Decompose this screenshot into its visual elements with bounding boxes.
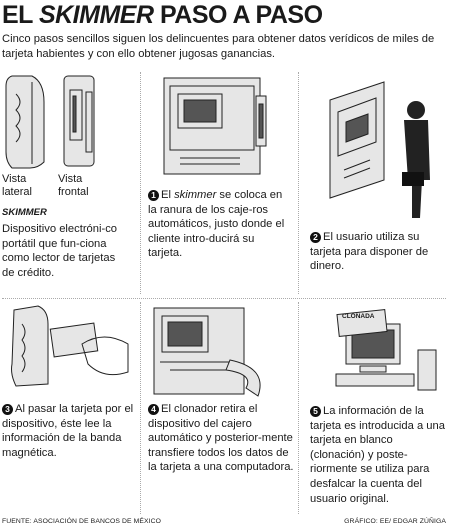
intro-text: Cinco pasos sencillos siguen los delincu… bbox=[2, 33, 435, 60]
divider bbox=[140, 302, 141, 514]
skimmer-front-illustration bbox=[63, 75, 95, 167]
card-swipe-illustration bbox=[11, 305, 129, 387]
device-name: SKIMMER bbox=[2, 207, 47, 218]
device-removal-illustration bbox=[153, 307, 261, 397]
step-number: 3 bbox=[2, 404, 13, 415]
divider bbox=[298, 302, 299, 514]
step-number: 2 bbox=[310, 232, 321, 243]
atm-illustration bbox=[163, 77, 267, 175]
source-credit: FUENTE: ASOCIACIÓN DE BANCOS DE MÉXICO bbox=[2, 518, 162, 525]
skimmer-side-illustration bbox=[5, 75, 45, 169]
computer-clone-illustration bbox=[335, 309, 437, 391]
step-number: 4 bbox=[148, 404, 159, 415]
user-at-atm-illustration bbox=[329, 81, 430, 218]
step-number: 5 bbox=[310, 406, 321, 417]
graphic-credit: GRÁFICO: EE/ EDGAR ZÚÑIGA bbox=[344, 518, 446, 525]
cloned-card-label: CLONADA bbox=[342, 313, 375, 320]
front-view-label: Vista frontal bbox=[58, 173, 89, 198]
divider bbox=[298, 72, 299, 294]
side-view-label: Vista lateral bbox=[2, 173, 32, 198]
divider bbox=[2, 298, 446, 299]
device-description: Dispositivo electróni-co portátil que fu… bbox=[2, 223, 118, 279]
divider bbox=[140, 72, 141, 294]
page-title: EL SKIMMER PASO A PASO bbox=[2, 1, 323, 29]
step-number: 1 bbox=[148, 190, 159, 201]
